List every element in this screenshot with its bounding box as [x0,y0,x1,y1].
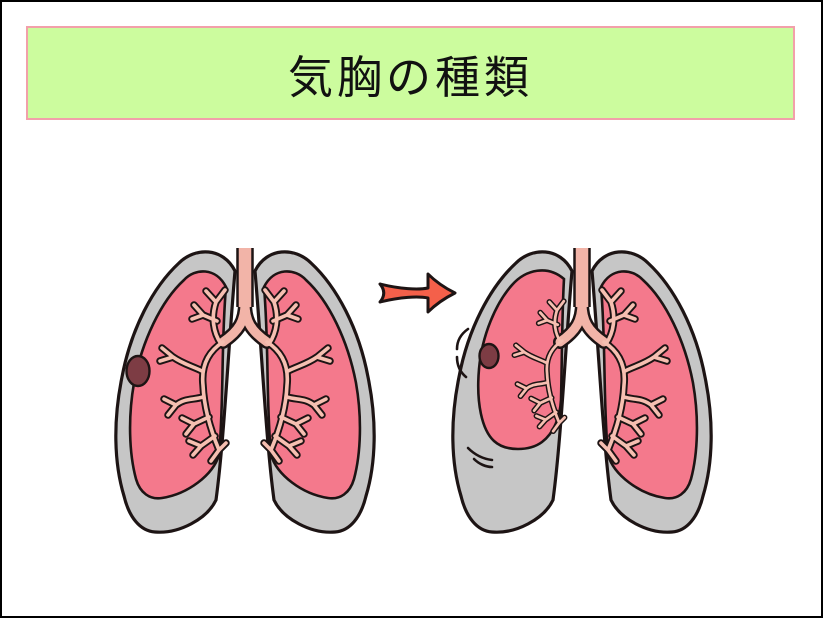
air-escape-lines [455,327,470,379]
right-arrow-icon [378,272,457,314]
ruptured-bleb-spot [478,342,500,370]
slide-title: 気胸の種類 [287,50,533,104]
pneumothorax-lungs-figure [451,248,713,534]
bleb-spot [125,354,151,388]
title-banner: 気胸の種類 [26,26,795,120]
pleural-air-lines [466,446,494,469]
normal-lungs-figure [114,248,376,534]
pneumothorax-diagram [114,230,713,534]
